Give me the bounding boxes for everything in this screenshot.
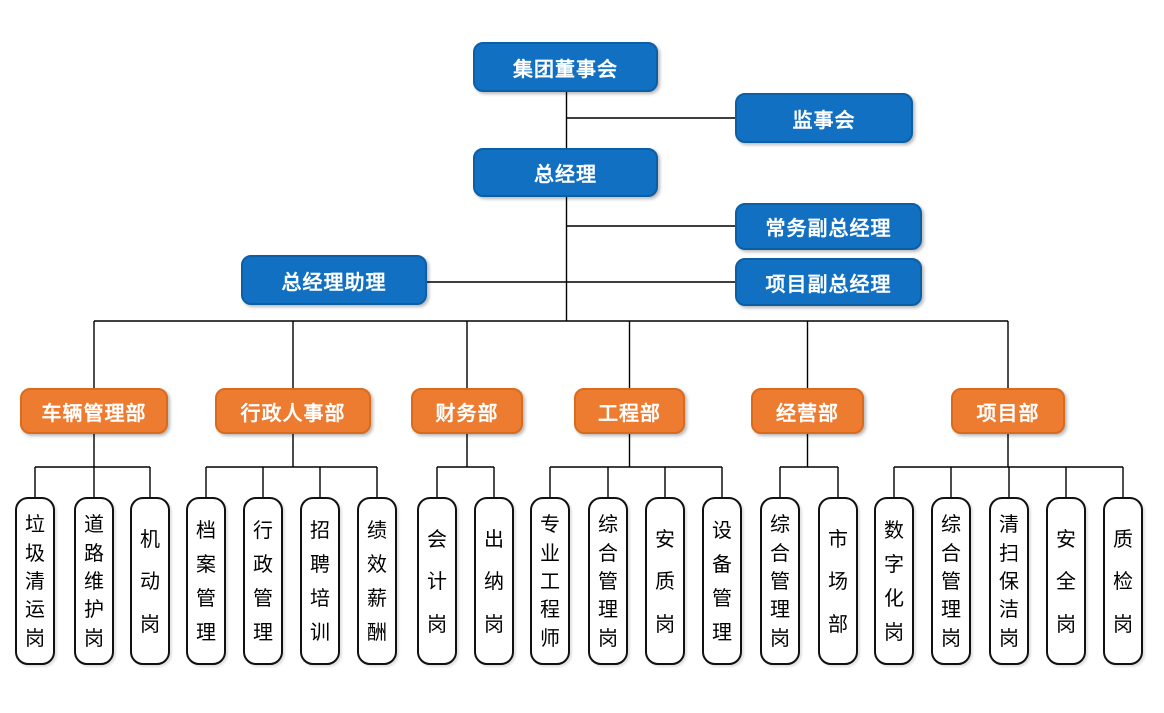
position-label: 垃圾清运岗: [25, 512, 45, 650]
position-node: 质检岗: [1103, 497, 1143, 665]
position-node: 数字化岗: [874, 497, 914, 665]
org-node-gm-assistant: 总经理助理: [241, 255, 427, 305]
department-project: 项目部: [951, 388, 1065, 434]
org-node-label: 总经理: [534, 162, 597, 186]
position-node: 行政管理: [243, 497, 283, 665]
department-operations: 经营部: [751, 388, 864, 434]
position-label: 数字化岗: [884, 518, 904, 644]
org-node-label: 集团董事会: [513, 56, 618, 81]
position-node: 设备管理: [702, 497, 742, 665]
org-node-supervisory-board: 监事会: [735, 93, 913, 143]
position-node: 道路维护岗: [74, 497, 114, 665]
position-label: 安质岗: [655, 526, 675, 636]
department-label: 经营部: [776, 400, 839, 425]
position-node: 安质岗: [645, 497, 685, 665]
position-label: 道路维护岗: [84, 512, 104, 650]
position-label: 质检岗: [1113, 526, 1133, 636]
position-node: 安全岗: [1046, 497, 1086, 665]
department-engineering: 工程部: [574, 388, 685, 434]
position-node: 清扫保洁岗: [989, 497, 1029, 665]
connector-group: [34, 92, 1124, 497]
department-label: 车辆管理部: [41, 400, 147, 425]
position-label: 市场部: [828, 526, 848, 636]
department-admin-hr: 行政人事部: [215, 388, 371, 434]
position-label: 招聘培训: [310, 518, 330, 644]
position-node: 招聘培训: [300, 497, 340, 665]
department-label: 工程部: [598, 400, 661, 425]
org-node-board: 集团董事会: [473, 42, 658, 92]
department-label: 行政人事部: [240, 400, 346, 425]
position-node: 综合管理岗: [931, 497, 971, 665]
position-node: 市场部: [818, 497, 858, 665]
position-label: 综合管理岗: [598, 512, 618, 650]
org-node-general-manager: 总经理: [473, 148, 658, 197]
position-node: 绩效薪酬: [357, 497, 397, 665]
org-node-label: 总经理助理: [281, 269, 387, 294]
position-label: 出纳岗: [484, 526, 504, 636]
position-label: 设备管理: [712, 518, 732, 644]
position-node: 综合管理岗: [760, 497, 800, 665]
department-vehicle-management: 车辆管理部: [20, 388, 168, 434]
org-node-label: 项目副总经理: [765, 271, 892, 296]
position-label: 行政管理: [253, 518, 273, 644]
department-label: 财务部: [435, 400, 499, 425]
org-node-project-deputy-gm: 项目副总经理: [735, 258, 922, 306]
position-node: 综合管理岗: [588, 497, 628, 665]
org-node-label: 监事会: [792, 107, 856, 132]
position-node: 垃圾清运岗: [15, 497, 55, 665]
position-label: 档案管理: [196, 518, 216, 644]
position-label: 绩效薪酬: [367, 518, 387, 644]
department-finance: 财务部: [411, 388, 523, 434]
position-node: 档案管理: [186, 497, 226, 665]
position-label: 安全岗: [1056, 526, 1076, 636]
position-node: 专业工程师: [530, 497, 570, 665]
position-label: 机动岗: [140, 526, 160, 636]
org-node-label: 常务副总经理: [765, 216, 892, 240]
position-node: 出纳岗: [474, 497, 514, 665]
department-label: 项目部: [976, 400, 1040, 425]
org-node-executive-deputy-gm: 常务副总经理: [735, 203, 922, 250]
position-label: 会计岗: [427, 526, 447, 636]
position-label: 综合管理岗: [941, 512, 961, 650]
position-node: 机动岗: [130, 497, 170, 665]
position-label: 清扫保洁岗: [999, 512, 1019, 650]
position-label: 综合管理岗: [770, 512, 790, 650]
position-label: 专业工程师: [540, 512, 560, 650]
position-node: 会计岗: [417, 497, 457, 665]
